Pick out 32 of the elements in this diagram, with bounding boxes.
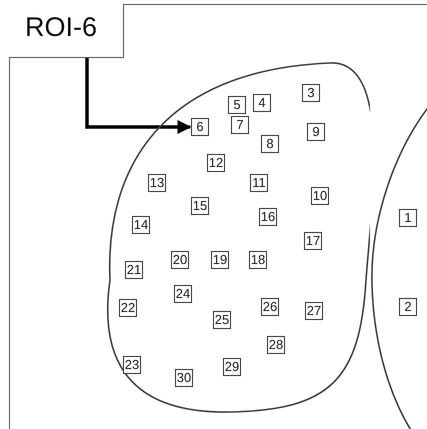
region-number: 25 <box>213 311 231 329</box>
region-number: 28 <box>267 336 285 354</box>
region-number: 5 <box>228 96 246 114</box>
region-number: 11 <box>250 174 268 192</box>
region-number: 12 <box>207 154 225 172</box>
region-number: 27 <box>305 302 323 320</box>
region-number: 20 <box>171 251 189 269</box>
region-number: 13 <box>148 174 166 192</box>
region-title: ROI-6 <box>9 4 124 58</box>
region-number: 9 <box>307 123 325 141</box>
region-number: 26 <box>261 298 279 316</box>
region-number: 1 <box>399 209 417 227</box>
region-number: 30 <box>175 369 193 387</box>
region-number: 6 <box>191 118 209 136</box>
region-number: 7 <box>231 116 249 134</box>
region-number: 14 <box>132 216 150 234</box>
region-number: 19 <box>211 251 229 269</box>
region-number: 3 <box>302 84 320 102</box>
region-number: 8 <box>261 135 279 153</box>
region-number: 2 <box>399 298 417 316</box>
region-number: 22 <box>119 299 137 317</box>
region-number: 29 <box>223 358 241 376</box>
region-number: 16 <box>259 208 277 226</box>
arrow <box>85 58 192 134</box>
region-number: 21 <box>125 261 143 279</box>
region-number: 23 <box>123 356 141 374</box>
region-number: 17 <box>304 232 322 250</box>
region-number: 10 <box>311 187 329 205</box>
region-number: 15 <box>191 197 209 215</box>
region-number: 24 <box>174 285 192 303</box>
region-number: 18 <box>249 251 267 269</box>
region-number: 4 <box>253 94 271 112</box>
